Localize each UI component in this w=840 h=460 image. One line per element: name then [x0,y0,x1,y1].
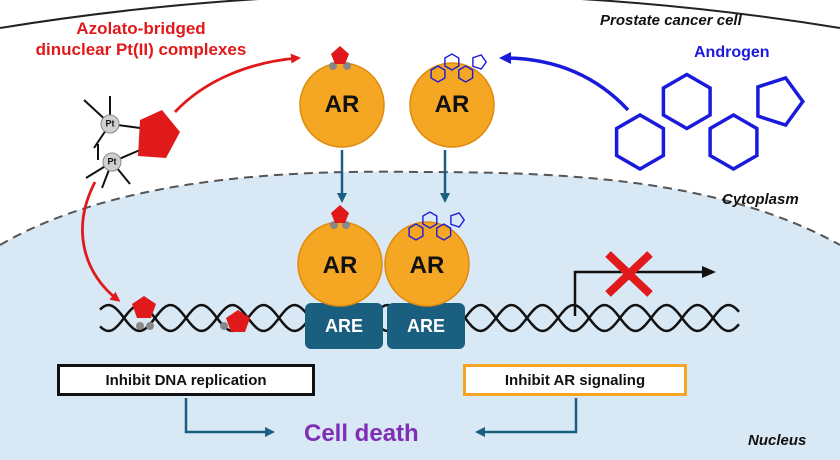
andSmallNuc-ring [408,223,424,241]
andSmallTop-ring [458,65,474,83]
andBig-ring [708,112,759,172]
complex-title-line-2: dinuclear Pt(II) complexes [35,40,247,59]
nucleus-label: Nucleus [748,432,807,449]
arrow-androgen-to-ar [499,52,630,112]
andBig-ring [661,72,712,131]
androgen-label: Androgen [694,44,770,61]
pt-ligand-nuclear [330,205,350,229]
androgen-small-nuclear [408,211,466,241]
transcription-arrow [573,266,716,316]
andSmallNuc-ring [422,211,438,229]
andSmallNuc-ring [436,223,452,241]
inhibit-dna-box: Inhibit DNA replication [57,364,315,396]
pt-complex-structure [83,96,180,189]
dna-adduct-2 [220,310,250,332]
are-block-left [305,303,383,349]
are-label-left: ARE [324,316,364,336]
andSmallNuc-ring [450,212,466,228]
nuclear-envelope [0,170,840,246]
andSmallTop-ring [472,54,488,70]
ar-circle-nuclear-right [384,221,470,307]
cell-membrane [0,0,840,29]
are-block-right [387,303,465,349]
ar-label-top-right: AR [434,91,470,118]
arrow-dna-inhibit-to-death [184,398,275,437]
are-label-right: ARE [406,316,446,336]
inhibit-ar-box: Inhibit AR signaling [463,364,687,396]
ar-label-top-left: AR [324,91,360,118]
androgen-molecule [614,72,805,172]
complex-title: Azolato-bridged dinuclear Pt(II) complex… [6,18,276,60]
cell-death-label: Cell death [304,420,419,447]
cytoplasm-label: Cytoplasm [722,191,799,208]
prostate-cell-label: Prostate cancer cell [600,12,742,29]
andSmallTop-ring [444,53,460,71]
pt-atom-label-2: Pt [107,156,117,167]
ar-label-nuclear-left: AR [322,252,358,279]
arrow-ar-inhibit-to-death [475,398,578,437]
complex-title-line-1: Azolato-bridged [76,19,206,38]
arrow-pt-to-ar [173,53,301,113]
andSmallTop-ring [430,65,446,83]
dna-adduct-1 [132,296,156,330]
pt-ligand-top [329,46,351,70]
ar-label-nuclear-right: AR [409,252,445,279]
block-x-icon [605,251,653,297]
andBig-ring [614,112,666,172]
androgen-small-top [430,53,488,83]
ar-circle-top-right [409,62,495,148]
inhibit-dna-label: Inhibit DNA replication [105,371,267,389]
pt-atom-label-1: Pt [105,118,115,129]
arrow-pt-to-dna [81,181,121,302]
andBig-ring [756,75,805,128]
inhibit-ar-label: Inhibit AR signaling [504,371,646,389]
